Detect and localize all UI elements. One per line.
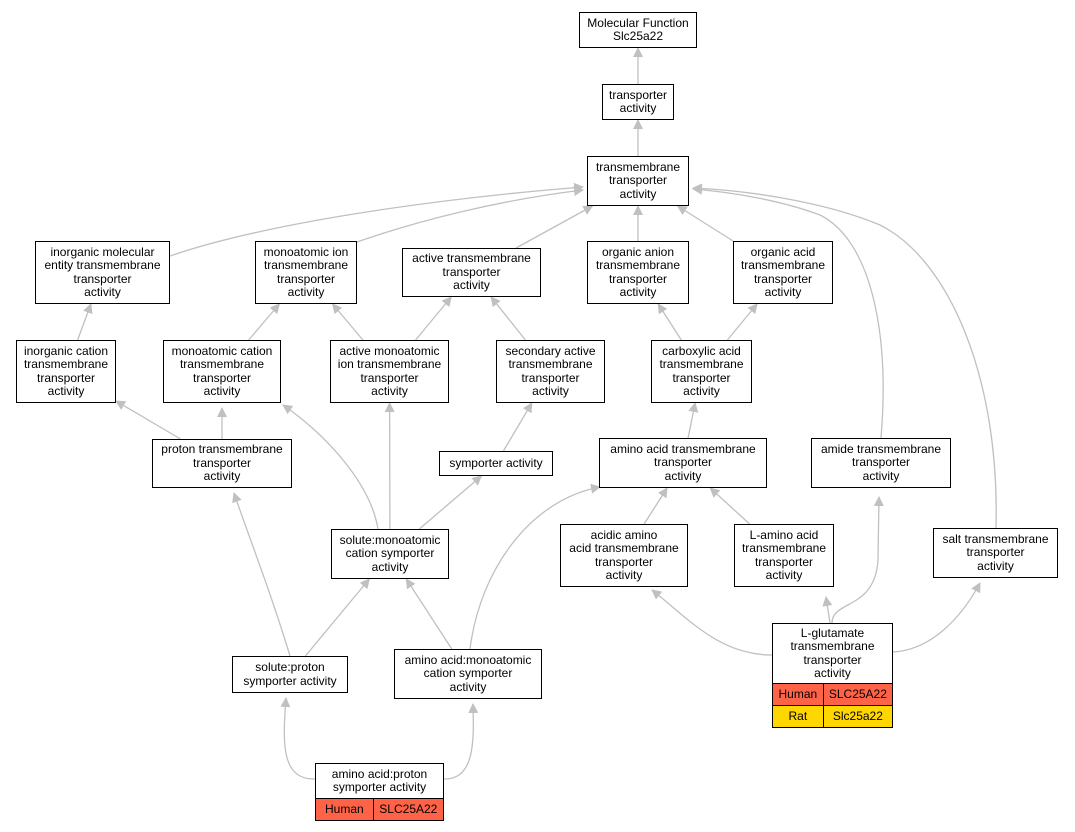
node-inorganic-molecular-entity[interactable]: inorganic molecular entity transmembrane… — [35, 241, 170, 304]
edge-laata-to-aata — [709, 487, 751, 525]
edge-oacta-to-tmta — [676, 205, 734, 242]
edge-imetta-to-tmta — [169, 182, 584, 257]
node-proton-transmembrane[interactable]: proton transmembrane transporter activit… — [152, 439, 292, 488]
node-label: inorganic molecular entity transmembrane… — [44, 244, 161, 299]
node-label: inorganic cation transmembrane transport… — [23, 343, 109, 398]
edge-amita-to-mita — [331, 303, 364, 341]
node-transmembrane-transporter-activity[interactable]: transmembrane transporter activity — [587, 156, 689, 206]
node-l-glutamate-transmembrane[interactable]: L-glutamate transmembrane transporter ac… — [772, 623, 893, 728]
node-label: amino acid:proton symporter activity — [331, 766, 428, 794]
edge-aamcs-to-aata — [469, 483, 601, 650]
edge-mita-to-tmta — [356, 186, 584, 243]
ortholog-gene[interactable]: Slc25a22 — [822, 706, 892, 727]
node-label: active transmembrane transporter activit… — [412, 251, 531, 293]
node-label: monoatomic ion transmembrane transporter… — [263, 244, 349, 299]
node-symporter-activity[interactable]: symporter activity — [439, 451, 553, 476]
node-label: monoatomic cation transmembrane transpor… — [171, 343, 273, 398]
node-active-transmembrane[interactable]: active transmembrane transporter activit… — [402, 248, 541, 297]
node-label: transporter activity — [608, 87, 668, 115]
node-label: salt transmembrane transporter activity — [942, 531, 1049, 573]
node-inorganic-cation[interactable]: inorganic cation transmembrane transport… — [16, 340, 116, 403]
node-transporter-activity[interactable]: transporter activity — [602, 84, 674, 120]
node-acidic-amino-acid[interactable]: acidic amino acid transmembrane transpor… — [560, 524, 688, 587]
edge-aaps-to-sps — [280, 697, 316, 780]
ortholog-row: Human SLC25A22 — [773, 683, 892, 705]
edge-cata-to-oacta — [726, 303, 758, 341]
node-amino-acid-transmembrane[interactable]: amino acid transmembrane transporter act… — [599, 438, 767, 488]
edge-amta-to-tmta — [692, 184, 884, 439]
node-label: acidic amino acid transmembrane transpor… — [569, 527, 679, 582]
edge-lglu-to-acaata — [651, 589, 773, 656]
node-label: amino acid transmembrane transporter act… — [610, 441, 756, 483]
edge-lglu-to-salt — [892, 582, 981, 653]
ortholog-gene[interactable]: SLC25A22 — [822, 684, 892, 705]
node-carboxylic-acid[interactable]: carboxylic acid transmembrane transporte… — [651, 340, 752, 403]
node-organic-acid[interactable]: organic acid transmembrane transporter a… — [733, 241, 833, 304]
ortholog-row: Rat Slc25a22 — [773, 705, 892, 727]
node-secondary-active[interactable]: secondary active transmembrane transport… — [496, 340, 605, 403]
node-label: amino acid:monoatomic cation symporter a… — [404, 652, 532, 694]
ortholog-species: Human — [778, 687, 818, 701]
ortholog-row: Human SLC25A22 — [316, 798, 443, 820]
edge-smcs-to-mcta — [282, 404, 379, 530]
edge-sym-to-sata — [502, 402, 533, 452]
edge-sps-to-pta — [232, 492, 291, 657]
node-amino-acid-monoatomic-cation-symporter[interactable]: amino acid:monoatomic cation symporter a… — [394, 649, 542, 699]
node-active-monoatomic-ion[interactable]: active monoatomic ion transmembrane tran… — [330, 340, 449, 403]
node-amino-acid-proton-symporter[interactable]: amino acid:proton symporter activity Hum… — [315, 763, 444, 821]
edge-sata-to-atta — [490, 296, 526, 341]
edge-pta-to-icta — [115, 400, 181, 440]
node-l-amino-acid[interactable]: L-amino acid transmembrane transporter a… — [734, 524, 834, 587]
node-label: transmembrane transporter activity — [595, 159, 681, 201]
node-solute-monoatomic-cation-symporter[interactable]: solute:monoatomic cation symporter activ… — [331, 529, 449, 579]
node-solute-proton-symporter[interactable]: solute:proton symporter activity — [232, 656, 348, 693]
edge-smcs-to-sym — [418, 475, 483, 530]
node-organic-anion[interactable]: organic anion transmembrane transporter … — [587, 241, 689, 304]
node-label: amide transmembrane transporter activity — [820, 441, 942, 483]
ortholog-species: Rat — [788, 709, 808, 723]
edge-lglu-to-laata — [822, 596, 833, 624]
node-label: organic acid transmembrane transporter a… — [740, 244, 826, 299]
node-label: carboxylic acid transmembrane transporte… — [659, 343, 744, 398]
node-amide-transmembrane[interactable]: amide transmembrane transporter activity — [811, 438, 951, 488]
edge-aata-to-cata — [687, 402, 699, 439]
ortholog-gene[interactable]: SLC25A22 — [372, 799, 443, 820]
edge-atta-to-tmta — [515, 205, 594, 249]
node-label: organic anion transmembrane transporter … — [595, 244, 681, 299]
node-label: Molecular Function Slc25a22 — [587, 15, 689, 43]
edge-sps-to-smcs — [304, 578, 370, 657]
node-monoatomic-ion[interactable]: monoatomic ion transmembrane transporter… — [255, 241, 357, 304]
node-label: solute:monoatomic cation symporter activ… — [339, 532, 441, 574]
node-label: L-glutamate transmembrane transporter ac… — [790, 625, 875, 680]
node-monoatomic-cation[interactable]: monoatomic cation transmembrane transpor… — [163, 340, 281, 403]
edge-acaata-to-aata — [643, 487, 668, 525]
node-label: symporter activity — [449, 455, 543, 470]
node-label: secondary active transmembrane transport… — [505, 343, 596, 398]
edge-amita-to-atta — [415, 296, 452, 341]
edge-aaps-to-aamcs — [443, 703, 479, 780]
node-label: solute:proton symporter activity — [243, 660, 337, 688]
edge-salt-to-tmta — [692, 183, 997, 529]
node-salt-transmembrane[interactable]: salt transmembrane transporter activity — [933, 528, 1058, 578]
edge-mcta-to-mita — [248, 303, 280, 341]
ortholog-species: Human — [324, 802, 364, 816]
node-label: L-amino acid transmembrane transporter a… — [741, 527, 827, 582]
edge-icta-to-imetta — [76, 303, 93, 341]
edge-lglu-to-amta — [831, 496, 884, 624]
edge-aamcs-to-smcs — [405, 578, 453, 650]
node-label: active monoatomic ion transmembrane tran… — [337, 343, 442, 398]
node-molecular-function[interactable]: Molecular Function Slc25a22 — [579, 12, 697, 48]
edge-cata-to-oata — [657, 303, 682, 341]
node-label: proton transmembrane transporter activit… — [161, 442, 283, 484]
